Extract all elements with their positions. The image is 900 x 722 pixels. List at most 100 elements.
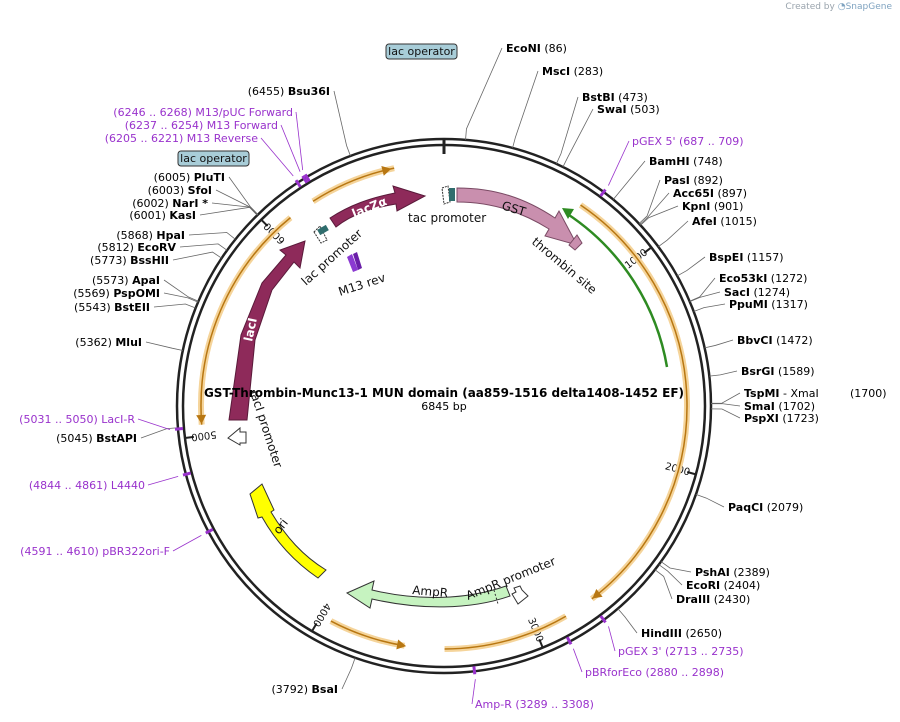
enzyme-name: EcoRV: [137, 241, 176, 254]
thrombin-site-label: thrombin site: [529, 235, 599, 297]
m13-rev-primer-mark-2: [353, 252, 362, 270]
primer-label-2: pBRforEco (2880 .. 2898): [585, 666, 724, 679]
primer-leader-line: [471, 679, 476, 705]
lac-operator-box: [317, 224, 329, 236]
lacza-label: lacZα: [350, 194, 389, 221]
enzyme-label-17: PspXI (1723): [744, 412, 819, 425]
enzyme-position: (2079): [763, 501, 803, 514]
enzyme-leader-line: [188, 232, 236, 240]
enzyme-label-4: BamHI (748): [649, 155, 723, 168]
lac-operator-tag-left[interactable]: lac operator: [177, 150, 250, 167]
enzyme-position: (2404): [720, 579, 760, 592]
enzyme-label-26: (5543) BstEII: [74, 301, 150, 314]
enzyme-name: SwaI: [597, 103, 627, 116]
enzyme-leader-line: [689, 291, 721, 303]
enzyme-name: Acc65I: [673, 187, 714, 200]
enzyme-leader-line: [710, 408, 741, 419]
enzyme-name: HindIII: [641, 627, 682, 640]
enzyme-label-29: (5773) BssHII: [90, 254, 169, 267]
primer-label-4: (4591 .. 4610) pBR322ori-F: [20, 545, 170, 558]
enzyme-leader-line: [163, 292, 199, 303]
enzyme-leader-line: [658, 564, 683, 586]
enzyme-label-20: EcoRI (2404): [686, 579, 760, 592]
enzyme-position: (897): [714, 187, 747, 200]
enzyme-leader-line: [676, 256, 706, 277]
enzyme-label-23: (3792) BsaI: [271, 683, 338, 696]
enzyme-name: BamHI: [649, 155, 690, 168]
primer-site-mark: [301, 175, 309, 184]
primer-label-7: (6205 .. 6221) M13 Reverse: [105, 132, 258, 145]
enzyme-label-30: (5812) EcoRV: [97, 241, 176, 254]
enzyme-leader-line: [145, 341, 183, 351]
primer-label-0: pGEX 5' (687 .. 709): [632, 135, 744, 148]
enzyme-leader-line: [153, 303, 196, 309]
laci-promoter-arrow: [227, 426, 247, 446]
enzyme-position: (6005): [154, 171, 194, 184]
enzyme-leader-line: [710, 403, 741, 407]
enzyme-label-36: (6455) Bsu36I: [248, 85, 330, 98]
enzyme-position: (5573): [92, 274, 132, 287]
enzyme-leader-line: [172, 251, 222, 261]
enzyme-label-10: Eco53kI (1272): [719, 272, 807, 285]
enzyme-label-6: Acc65I (897): [673, 187, 747, 200]
enzyme-label-34: (6003) SfoI: [148, 184, 212, 197]
primer-leader-line: [608, 140, 630, 186]
lac-operator-tag-left-label: lac operator: [180, 152, 247, 165]
enzyme-label-28: (5573) ApaI: [92, 274, 160, 287]
primer-site-mark: [599, 615, 607, 624]
enzyme-name: EcoNI: [506, 42, 541, 55]
enzyme-name: KasI: [169, 209, 196, 222]
enzyme-label-12: PpuMI (1317): [729, 298, 808, 311]
gst-label: GST: [500, 198, 528, 219]
primer-label-5: (4844 .. 4861) L4440: [29, 479, 145, 492]
enzyme-leader-line: [163, 279, 199, 302]
enzyme-position: (3792): [271, 683, 311, 696]
enzyme-position: (6002): [132, 197, 172, 210]
enzyme-label-9: BspEI (1157): [709, 251, 784, 264]
enzyme-position: (1472): [773, 334, 813, 347]
enzyme-position: (1274): [750, 286, 790, 299]
enzyme-position: (901): [710, 200, 743, 213]
tick-label: 4000: [310, 601, 332, 629]
orange-arc: [580, 204, 688, 600]
enzyme-position: - XmaI: [780, 387, 819, 400]
tac-operator-box: [449, 188, 455, 201]
tick-mark: [643, 246, 652, 254]
enzyme-name: BbvCI: [737, 334, 773, 347]
enzyme-position: (1317): [768, 298, 808, 311]
enzyme-label-27: (5569) PspOMI: [73, 287, 160, 300]
ampr-label: AmpR: [412, 583, 449, 600]
ori-feature-arrow[interactable]: [249, 483, 327, 579]
enzyme-leader-line: [562, 108, 594, 168]
enzyme-name: AfeI: [692, 215, 717, 228]
primer-site-mark: [205, 527, 214, 535]
lac-operator-tag-top[interactable]: lac operator: [385, 43, 458, 60]
enzyme-position: (1272): [767, 272, 807, 285]
tick-mark: [311, 622, 318, 632]
enzyme-leader-line: [693, 303, 726, 312]
orange-arc-arrowhead-icon: [196, 414, 207, 424]
ampr-promoter-dashes: [493, 589, 499, 605]
plasmid-name: GST-Thrombin-Munc13-1 MUN domain (aa859-…: [204, 386, 684, 400]
enzyme-leader-line: [695, 494, 725, 508]
credit-brand: SnapGene: [845, 2, 892, 12]
ampr-feature-arrow[interactable]: [345, 580, 511, 609]
laci-feature-arrow[interactable]: [228, 240, 306, 421]
primer-leader-line: [172, 535, 202, 552]
enzyme-label-1: MscI (283): [542, 65, 603, 78]
enzyme-leader-line: [689, 277, 716, 302]
enzyme-label-24: (5045) BstAPI: [56, 432, 137, 445]
primer-labels: pGEX 5' (687 .. 709)pGEX 3' (2713 .. 273…: [19, 106, 743, 711]
enzyme-leader-line: [199, 206, 258, 216]
lacza-feature-arrow[interactable]: [329, 185, 427, 228]
green-arc-arrowhead-icon: [562, 208, 574, 219]
enzyme-position: (473): [615, 91, 648, 104]
primer-leader-line: [280, 124, 301, 172]
enzyme-name: KpnI: [682, 200, 710, 213]
enzyme-position: (1157): [743, 251, 783, 264]
enzyme-name: DraIII: [676, 593, 710, 606]
enzyme-name: SmaI: [744, 400, 775, 413]
m13-rev-primer-mark: [347, 254, 358, 272]
enzyme-leader-line: [704, 339, 734, 349]
enzyme-name: PspOMI: [113, 287, 160, 300]
